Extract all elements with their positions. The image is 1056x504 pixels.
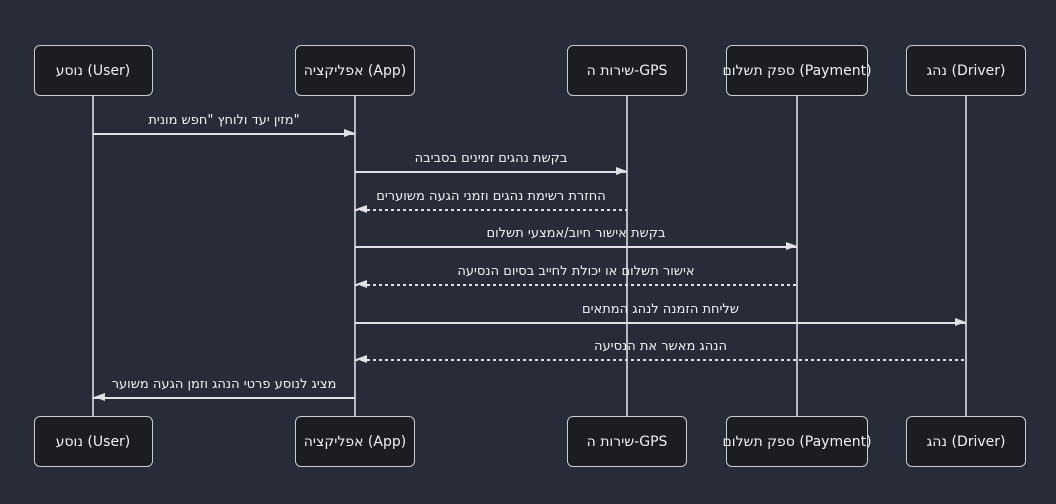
message-arrowhead — [355, 355, 367, 363]
message-label: בקשת נהגים זמינים בסביבה — [414, 151, 568, 166]
actor-box-top-payment: ספק תשלום (Payment) — [722, 45, 872, 96]
message-line — [93, 133, 355, 135]
actor-box-top-app: אפליקציה (App) — [295, 45, 415, 96]
actor-box-bottom-user: נוסע (User) — [33, 416, 153, 467]
actor-label: שירות ה-GPS — [586, 62, 668, 79]
message-label: שליחת הזמנה לנהג המתאים — [582, 302, 739, 317]
actor-label: אפליקציה (App) — [303, 433, 407, 450]
message-arrowhead — [344, 129, 355, 137]
message-arrowhead — [786, 242, 797, 250]
message-line — [355, 359, 966, 361]
message-label: אישור תשלום או יכולת לחייב בסיום הנסיעה — [457, 264, 695, 279]
actor-label: שירות ה-GPS — [586, 433, 668, 450]
lifeline-user — [92, 96, 94, 416]
message-arrowhead — [616, 167, 627, 175]
message-line — [355, 209, 627, 211]
actor-label: נוסע (User) — [55, 433, 131, 450]
actor-label: ספק תשלום (Payment) — [722, 433, 872, 450]
message-arrowhead — [955, 318, 966, 326]
actor-label: ספק תשלום (Payment) — [722, 62, 872, 79]
message-label: מציג לנוסע פרטי הנהג וזמן הגעה משוער — [111, 377, 337, 392]
message-label: החזרת רשימת נהגים וזמני הגעה משוערים — [376, 189, 606, 204]
message-line — [355, 284, 797, 286]
message-line — [93, 397, 355, 399]
message-line — [355, 322, 966, 324]
message-label: בקשת אישור חיוב/אמצעי תשלום — [486, 226, 666, 241]
actor-box-bottom-payment: ספק תשלום (Payment) — [722, 416, 872, 467]
message-line — [355, 246, 797, 248]
actor-box-top-gps: שירות ה-GPS — [567, 45, 687, 96]
actor-label: נוסע (User) — [55, 62, 131, 79]
actor-box-bottom-driver: נהג (Driver) — [906, 416, 1026, 467]
actor-box-bottom-app: אפליקציה (App) — [295, 416, 415, 467]
message-label: הנהג מאשר את הנסיעה — [594, 339, 727, 354]
actor-box-top-user: נוסע (User) — [33, 45, 153, 96]
message-arrowhead — [355, 205, 367, 213]
actor-label: נהג (Driver) — [926, 62, 1006, 79]
actor-box-bottom-gps: שירות ה-GPS — [567, 416, 687, 467]
actor-box-top-driver: נהג (Driver) — [906, 45, 1026, 96]
message-line — [355, 171, 627, 173]
message-label: מזין יעד ולוחץ "חפש מונית" — [148, 113, 300, 128]
actor-label: אפליקציה (App) — [303, 62, 407, 79]
lifeline-driver — [965, 96, 967, 416]
message-arrowhead — [355, 280, 367, 288]
lifeline-payment — [796, 96, 798, 416]
actor-label: נהג (Driver) — [926, 433, 1006, 450]
lifeline-gps — [626, 96, 628, 416]
lifeline-app — [354, 96, 356, 416]
message-arrowhead — [93, 393, 105, 401]
